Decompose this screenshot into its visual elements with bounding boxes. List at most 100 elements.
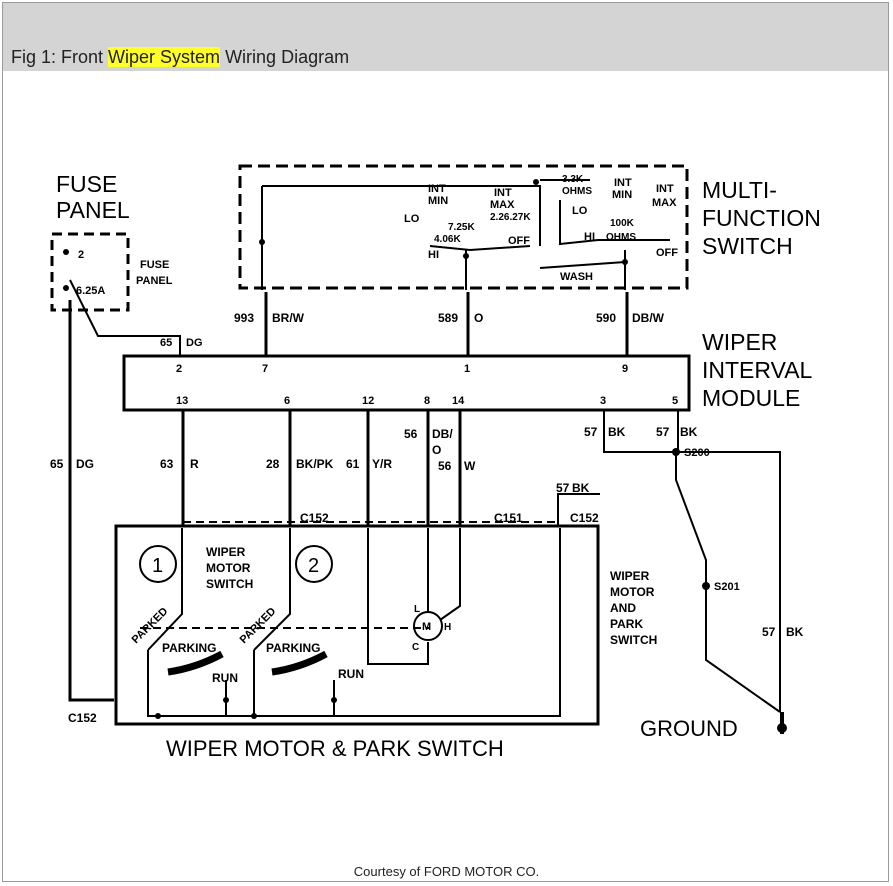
run-2: RUN (338, 667, 364, 681)
wire-590-color: DB/W (632, 311, 665, 325)
wire-65b-color: DG (76, 457, 94, 471)
fuse-panel-title-1: FUSE (56, 171, 117, 197)
wmps-5: SWITCH (610, 633, 657, 647)
module-top-pin-4: 9 (622, 363, 628, 375)
connector-c151: C151 (494, 511, 523, 525)
mfs-ohms1-b: OHMS (562, 186, 592, 197)
wire-57b-color: BK (680, 425, 698, 439)
module-title-1: WIPER (702, 329, 777, 355)
wire-57a: 57 (584, 425, 598, 439)
module-title-3: MODULE (702, 385, 800, 411)
mfs-r3: 2.26.27K (490, 212, 531, 223)
mfs-lo2: LO (572, 205, 588, 217)
motor-c: C (412, 642, 419, 653)
wire-56a-color-1: DB/ (432, 427, 453, 441)
figure-caption: Fig 1: Front Wiper System Wiring Diagram (11, 47, 349, 68)
motor-h: H (444, 622, 451, 633)
motor-l: L (414, 604, 420, 615)
motor-title: WIPER MOTOR & PARK SWITCH (166, 736, 504, 761)
fuse-panel-title-2: PANEL (56, 197, 130, 223)
motor-m: M (422, 621, 431, 633)
wmps-3: AND (610, 601, 636, 615)
parked-1: PARKED (130, 605, 171, 646)
mfs-title-1: MULTI- (702, 177, 777, 203)
wire-61-color: Y/R (372, 457, 392, 471)
module-top-pin-1: 2 (176, 363, 182, 375)
splice-s200: S200 (684, 447, 710, 459)
module-top-pin-2: 7 (262, 363, 268, 375)
mfs-int-max-b: MAX (490, 199, 515, 211)
wire-993-color: BR/W (272, 311, 305, 325)
mfs-r2: 4.06K (434, 234, 461, 245)
caption-suffix: Wiring Diagram (220, 47, 350, 67)
wire-57d: 57 (762, 625, 776, 639)
module-title-2: INTERVAL (702, 357, 813, 383)
fuse-panel-side-1: FUSE (140, 259, 169, 271)
parked-2: PARKED (238, 605, 279, 646)
mfs-box (238, 164, 689, 290)
mfs-int-min-b: MIN (428, 195, 448, 207)
wmps-1: WIPER (610, 569, 650, 583)
module-bottom-pin-5: 14 (452, 395, 465, 407)
module-bottom-pin-4: 8 (424, 395, 430, 407)
ground-label: GROUND (640, 716, 738, 741)
wire-65a-color: DG (186, 337, 203, 349)
wire-57c: 57 (556, 481, 570, 495)
mfs-off2: OFF (656, 247, 678, 259)
wire-589-color: O (474, 311, 483, 325)
wire-65b: 65 (50, 457, 64, 471)
mfs-hi2: HI (584, 231, 595, 243)
wire-57c-color: BK (572, 481, 590, 495)
splice-s201: S201 (714, 581, 740, 593)
wire-57d-color: BK (786, 625, 804, 639)
wire-590: 590 (596, 311, 616, 325)
mfs-off: OFF (508, 235, 530, 247)
wire-65a: 65 (160, 337, 172, 349)
module-bottom-pin-7: 5 (672, 395, 678, 407)
mfs-ohms2-b: OHMS (606, 232, 636, 243)
wire-57b: 57 (656, 425, 670, 439)
fuse-pin: 2 (78, 249, 84, 261)
wire-63: 63 (160, 457, 174, 471)
mfs-int-max-a: INT (494, 187, 512, 199)
caption-prefix: Fig 1: Front (11, 47, 109, 67)
mfs-int2-b: MAX (652, 197, 677, 209)
mfs-wash: WASH (560, 271, 593, 283)
fuse-rating: 6.25A (76, 285, 105, 297)
wmps-4: PARK (610, 617, 643, 631)
module-bottom-pin-2: 6 (284, 395, 290, 407)
parking-2: PARKING (266, 641, 320, 655)
mfs-ohms2-a: 100K (610, 218, 635, 229)
run-1: RUN (212, 671, 238, 685)
mfs-int-min-a: INT (428, 183, 446, 195)
wire-56a: 56 (404, 427, 418, 441)
wire-61: 61 (346, 457, 360, 471)
fuse-panel-side-2: PANEL (136, 275, 173, 287)
wire-57a-color: BK (608, 425, 626, 439)
wire-28-color: BK/PK (296, 457, 334, 471)
wire-56a-color-2: O (432, 443, 441, 457)
module-bottom-pin-6: 3 (600, 395, 606, 407)
motor-box (114, 524, 600, 726)
mfs-hi: HI (428, 249, 439, 261)
module-top-pin-3: 1 (464, 363, 470, 375)
mfs-int-min2-a: INT (614, 177, 632, 189)
caption-highlight: Wiper System (108, 47, 221, 67)
connector-c152a: C152 (300, 511, 329, 525)
mfs-r1: 7.25K (448, 222, 475, 233)
wire-589: 589 (438, 311, 458, 325)
switch-2: 2 (308, 555, 319, 577)
switch-1: 1 (152, 555, 163, 577)
mfs-title-3: SWITCH (702, 233, 793, 259)
connector-c152c: C152 (68, 711, 97, 725)
wire-56b: 56 (438, 459, 452, 473)
credit-line: Courtesy of FORD MOTOR CO. (353, 864, 540, 879)
wms-3: SWITCH (206, 577, 253, 591)
module-bottom-pin-3: 12 (362, 395, 374, 407)
mfs-title-2: FUNCTION (702, 205, 821, 231)
parking-1: PARKING (162, 641, 216, 655)
wms-2: MOTOR (206, 561, 251, 575)
wmps-2: MOTOR (610, 585, 655, 599)
wire-56b-color: W (464, 459, 476, 473)
